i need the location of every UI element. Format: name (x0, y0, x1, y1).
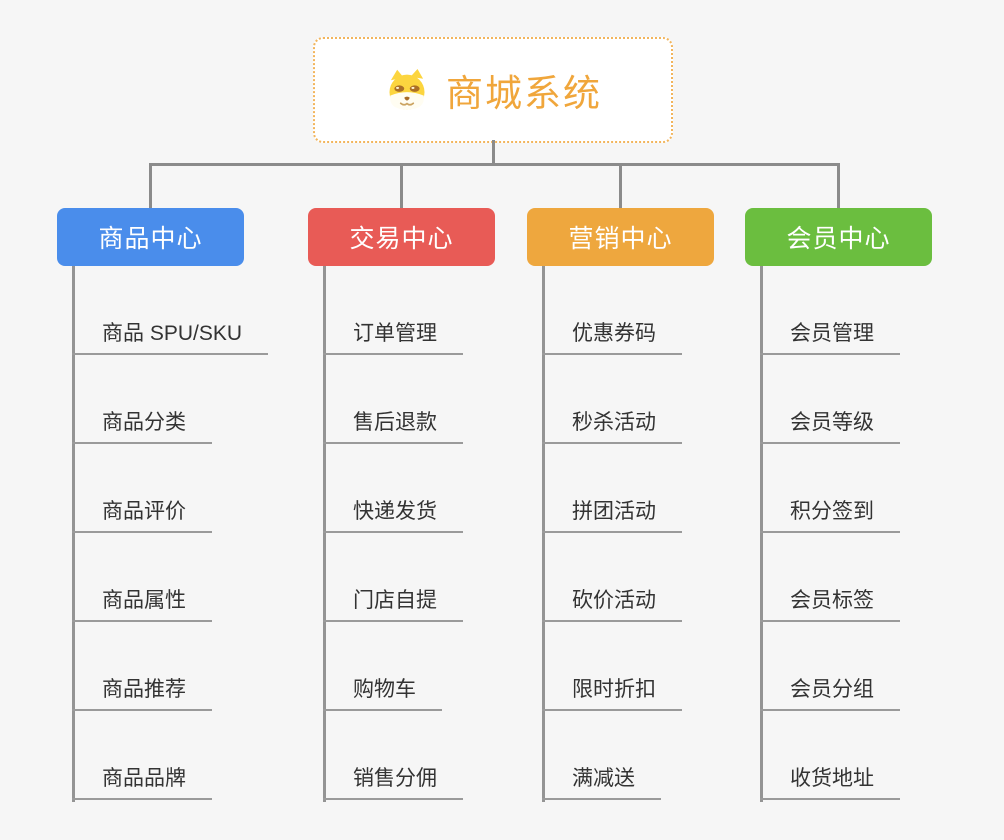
leaf-item[interactable]: 砍价活动 (542, 584, 682, 622)
leaf-item[interactable]: 商品分类 (72, 406, 212, 444)
doge-icon (389, 69, 425, 110)
branch-product-center: 商品中心 商品 SPU/SKU 商品分类 商品评价 商品属性 商品推荐 商品品牌 (57, 208, 269, 808)
leaf-item[interactable]: 订单管理 (323, 317, 463, 355)
root-node[interactable]: 商城系统 (313, 37, 673, 143)
leaf-item[interactable]: 满减送 (542, 762, 661, 800)
branch-header-member[interactable]: 会员中心 (745, 208, 932, 266)
leaf-item[interactable]: 积分签到 (760, 495, 900, 533)
branch-header-marketing[interactable]: 营销中心 (527, 208, 714, 266)
leaf-item[interactable]: 商品推荐 (72, 673, 212, 711)
leaf-item[interactable]: 会员管理 (760, 317, 900, 355)
connector-drop-marketing (619, 163, 622, 208)
branch-member-center: 会员中心 会员管理 会员等级 积分签到 会员标签 会员分组 收货地址 (745, 208, 932, 808)
branch-trade-center: 交易中心 订单管理 售后退款 快递发货 门店自提 购物车 销售分佣 (308, 208, 495, 808)
leaf-item[interactable]: 秒杀活动 (542, 406, 682, 444)
leaf-item[interactable]: 商品评价 (72, 495, 212, 533)
leaf-item[interactable]: 商品品牌 (72, 762, 212, 800)
leaf-item[interactable]: 会员等级 (760, 406, 900, 444)
leaf-item[interactable]: 限时折扣 (542, 673, 682, 711)
leaf-item[interactable]: 门店自提 (323, 584, 463, 622)
leaf-item[interactable]: 商品属性 (72, 584, 212, 622)
leaf-item[interactable]: 购物车 (323, 673, 442, 711)
leaf-item[interactable]: 会员分组 (760, 673, 900, 711)
branch-header-product[interactable]: 商品中心 (57, 208, 244, 266)
branch-header-trade[interactable]: 交易中心 (308, 208, 495, 266)
leaf-item[interactable]: 优惠券码 (542, 317, 682, 355)
leaf-item[interactable]: 拼团活动 (542, 495, 682, 533)
root-title: 商城系统 (446, 73, 602, 114)
connector-drop-product (149, 163, 152, 208)
leaf-item[interactable]: 会员标签 (760, 584, 900, 622)
branch-trunk-line (542, 266, 545, 802)
connector-root-stem (492, 140, 495, 166)
branch-marketing-center: 营销中心 优惠券码 秒杀活动 拼团活动 砍价活动 限时折扣 满减送 (527, 208, 714, 808)
connector-bus (149, 163, 840, 166)
branch-trunk-line (323, 266, 326, 802)
branch-trunk-line (760, 266, 763, 802)
branch-trunk-line (72, 266, 75, 802)
leaf-item[interactable]: 销售分佣 (323, 762, 463, 800)
connector-drop-member (837, 163, 840, 208)
leaf-item[interactable]: 快递发货 (323, 495, 463, 533)
leaf-item[interactable]: 售后退款 (323, 406, 463, 444)
leaf-item[interactable]: 商品 SPU/SKU (72, 317, 269, 355)
connector-drop-trade (400, 163, 403, 208)
leaf-item[interactable]: 收货地址 (760, 762, 900, 800)
